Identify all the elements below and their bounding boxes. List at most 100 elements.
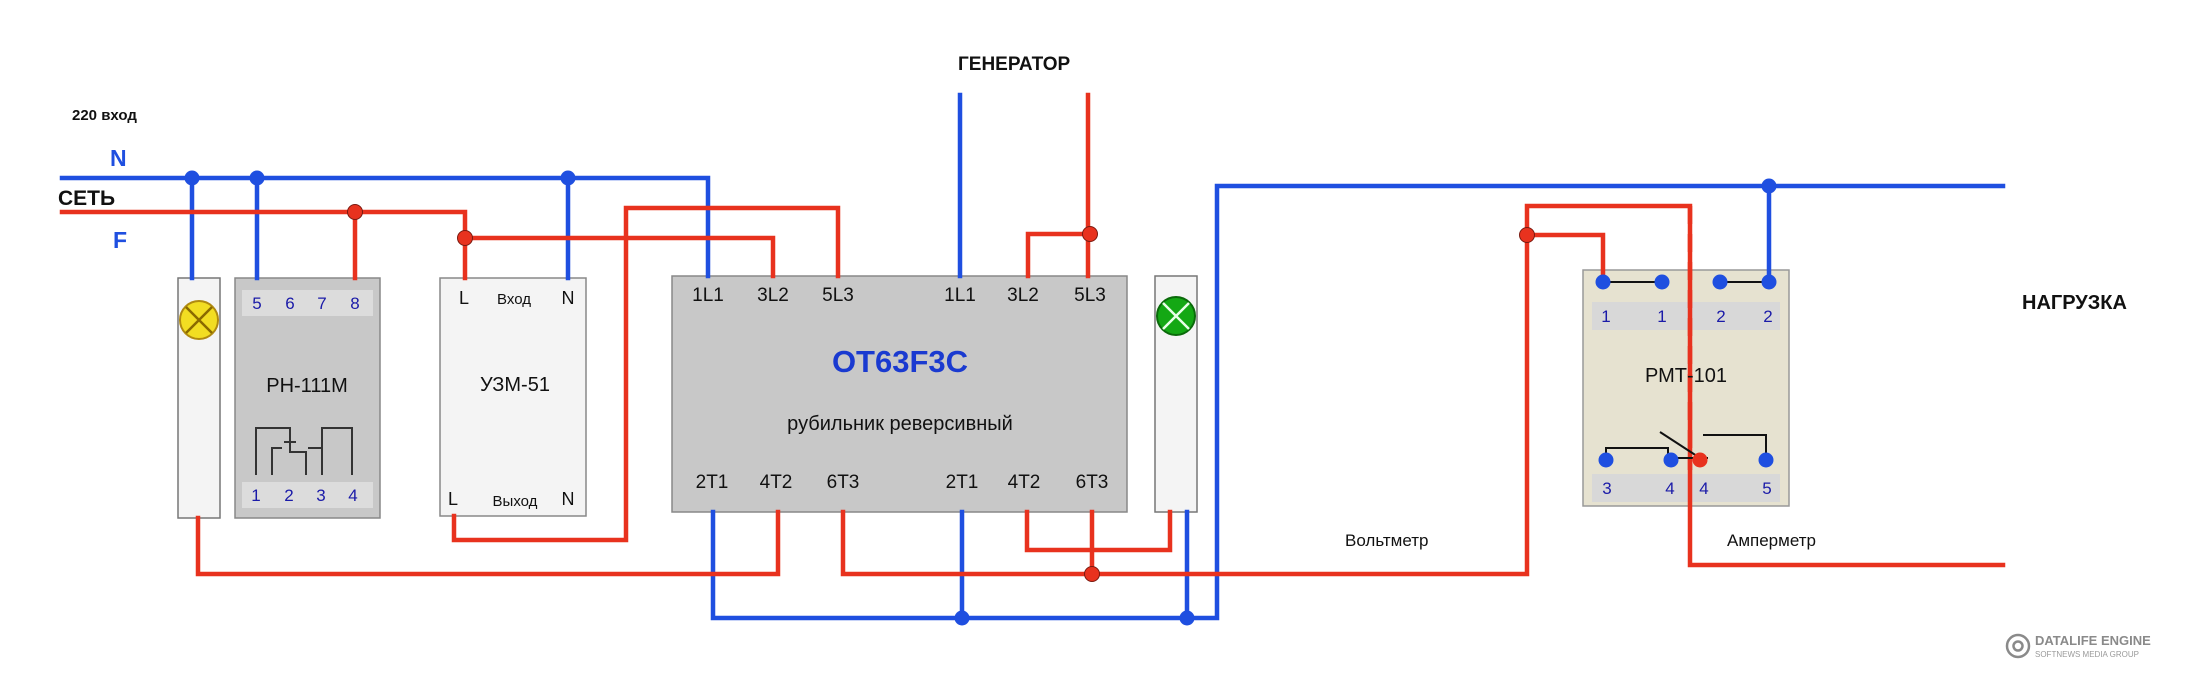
terminal-label: 1 [251,486,260,505]
terminal-label: 1 [1601,307,1610,326]
generator-label: ГЕНЕРАТОР [958,54,1071,75]
terminal-label: 7 [317,294,326,313]
terminal-label: 4 [348,486,357,505]
switch-top-terminals: 1L1 3L2 5L3 1L1 3L2 5L3 [692,285,1106,306]
rmt101-name: РМТ-101 [1645,365,1727,387]
voltmeter-label: Вольтметр [1345,531,1428,550]
phase-wires [59,92,2006,577]
green-lamp-icon [1156,296,1196,336]
ammeter-label: Амперметр [1727,531,1816,550]
rn111m-top-strip [242,290,373,316]
uzm51-bottom-n: N [562,489,575,509]
junction-dot [457,230,473,246]
terminal-label: 1 [1657,307,1666,326]
rmt101-bottom-strip [1592,474,1780,502]
neutral-wires [59,92,2006,621]
terminal-label: 3 [316,486,325,505]
phase-bus [59,209,468,281]
neutral-label: N [110,145,127,171]
rmt101-bottom-terminals: 3 4 4 5 [1602,479,1771,498]
rn111m-top-terminals: 5 6 7 8 [252,294,359,313]
terminal-label: 6T3 [1076,472,1109,493]
load-label: НАГРУЗКА [2022,292,2127,314]
terminal-label: 2T1 [696,472,729,493]
input-220-label: 220 вход [72,107,137,124]
uzm51-top-mid: Вход [497,291,531,308]
uzm51-top-l: L [459,288,469,308]
junction-dot [954,610,970,626]
terminal-label: 5 [1762,479,1771,498]
uzm51-out-to-5l3 [451,205,841,543]
junction-dot [1084,566,1100,582]
generator-phase-loop [1025,231,1093,279]
terminal-label: 1L1 [692,285,724,306]
phase-label: F [113,227,127,253]
switch-bottom-terminals: 2T1 4T2 6T3 2T1 4T2 6T3 [696,472,1109,493]
terminal-label: 6T3 [827,472,860,493]
watermark: DATALIFE ENGINE SOFTNEWS MEDIA GROUP [2005,633,2151,659]
switch-model: OT63F3C [832,344,968,379]
terminal-label: 6 [285,294,294,313]
switch-right-4t2-loop [1024,509,1173,553]
yellow-lamp-icon [179,300,219,340]
rmt101-top-strip [1592,302,1780,330]
watermark-logo-icon [2005,633,2031,659]
uzm51-bottom-l: L [448,489,458,509]
junction-dot [560,170,576,186]
contact-point [1654,274,1670,290]
terminal-label: 5L3 [1074,285,1106,306]
junction-dots [184,170,1777,626]
junction-dot [1179,610,1195,626]
switch-description: рубильник реверсивный [787,413,1013,435]
rn111m-body [234,277,381,519]
switch-bottom-neutral [710,183,2006,621]
contact-point [1692,452,1708,468]
junction-dot [347,204,363,220]
terminal-label: 3 [1602,479,1611,498]
terminal-label: 5 [252,294,261,313]
terminal-label: 3L2 [1007,285,1039,306]
terminal-label: 2T1 [946,472,979,493]
uzm51-body [439,277,587,517]
network-label: СЕТЬ [58,187,115,210]
rn111m-relay-symbol-icon [255,427,353,475]
junction-dot [1082,226,1098,242]
junction-dot [184,170,200,186]
uzm51-l-to-3l2 [462,235,776,279]
watermark-subtitle: SOFTNEWS MEDIA GROUP [2035,650,2139,659]
uzm51-top-n: N [562,288,575,308]
load-phase-line [840,203,2006,577]
junction-dot [1519,227,1535,243]
contact-point [1758,452,1774,468]
rn111m-bottom-strip [242,482,373,508]
neutral-bus [59,175,711,279]
contact-point [1761,274,1777,290]
rmt101-phase-1 [1524,232,1606,285]
terminal-label: 4T2 [1008,472,1041,493]
contact-point [1595,274,1611,290]
switch-body [671,275,1128,513]
terminal-label: 5L3 [822,285,854,306]
rn111m-bottom-terminals: 1 2 3 4 [251,486,357,505]
yellow-lamp-to-4t2 [195,509,781,577]
contact-point [1663,452,1679,468]
watermark-title: DATALIFE ENGINE [2035,633,2151,648]
contact-point [1598,452,1614,468]
junction-dot [1761,178,1777,194]
terminal-label: 2 [1716,307,1725,326]
uzm51-name: УЗМ-51 [480,374,550,396]
rmt101-top-terminals: 1 1 2 2 [1601,307,1772,326]
terminal-label: 2 [1763,307,1772,326]
uzm51-bottom-mid: Выход [493,493,538,510]
contact-point [1712,274,1728,290]
terminal-label: 4 [1699,479,1708,498]
terminal-label: 3L2 [757,285,789,306]
junction-dot [249,170,265,186]
terminal-label: 4T2 [760,472,793,493]
rn111m-name: РН-111М [266,375,348,397]
terminal-label: 8 [350,294,359,313]
rmt101-contacts [1595,274,1777,468]
terminal-label: 1L1 [944,285,976,306]
terminal-label: 4 [1665,479,1674,498]
